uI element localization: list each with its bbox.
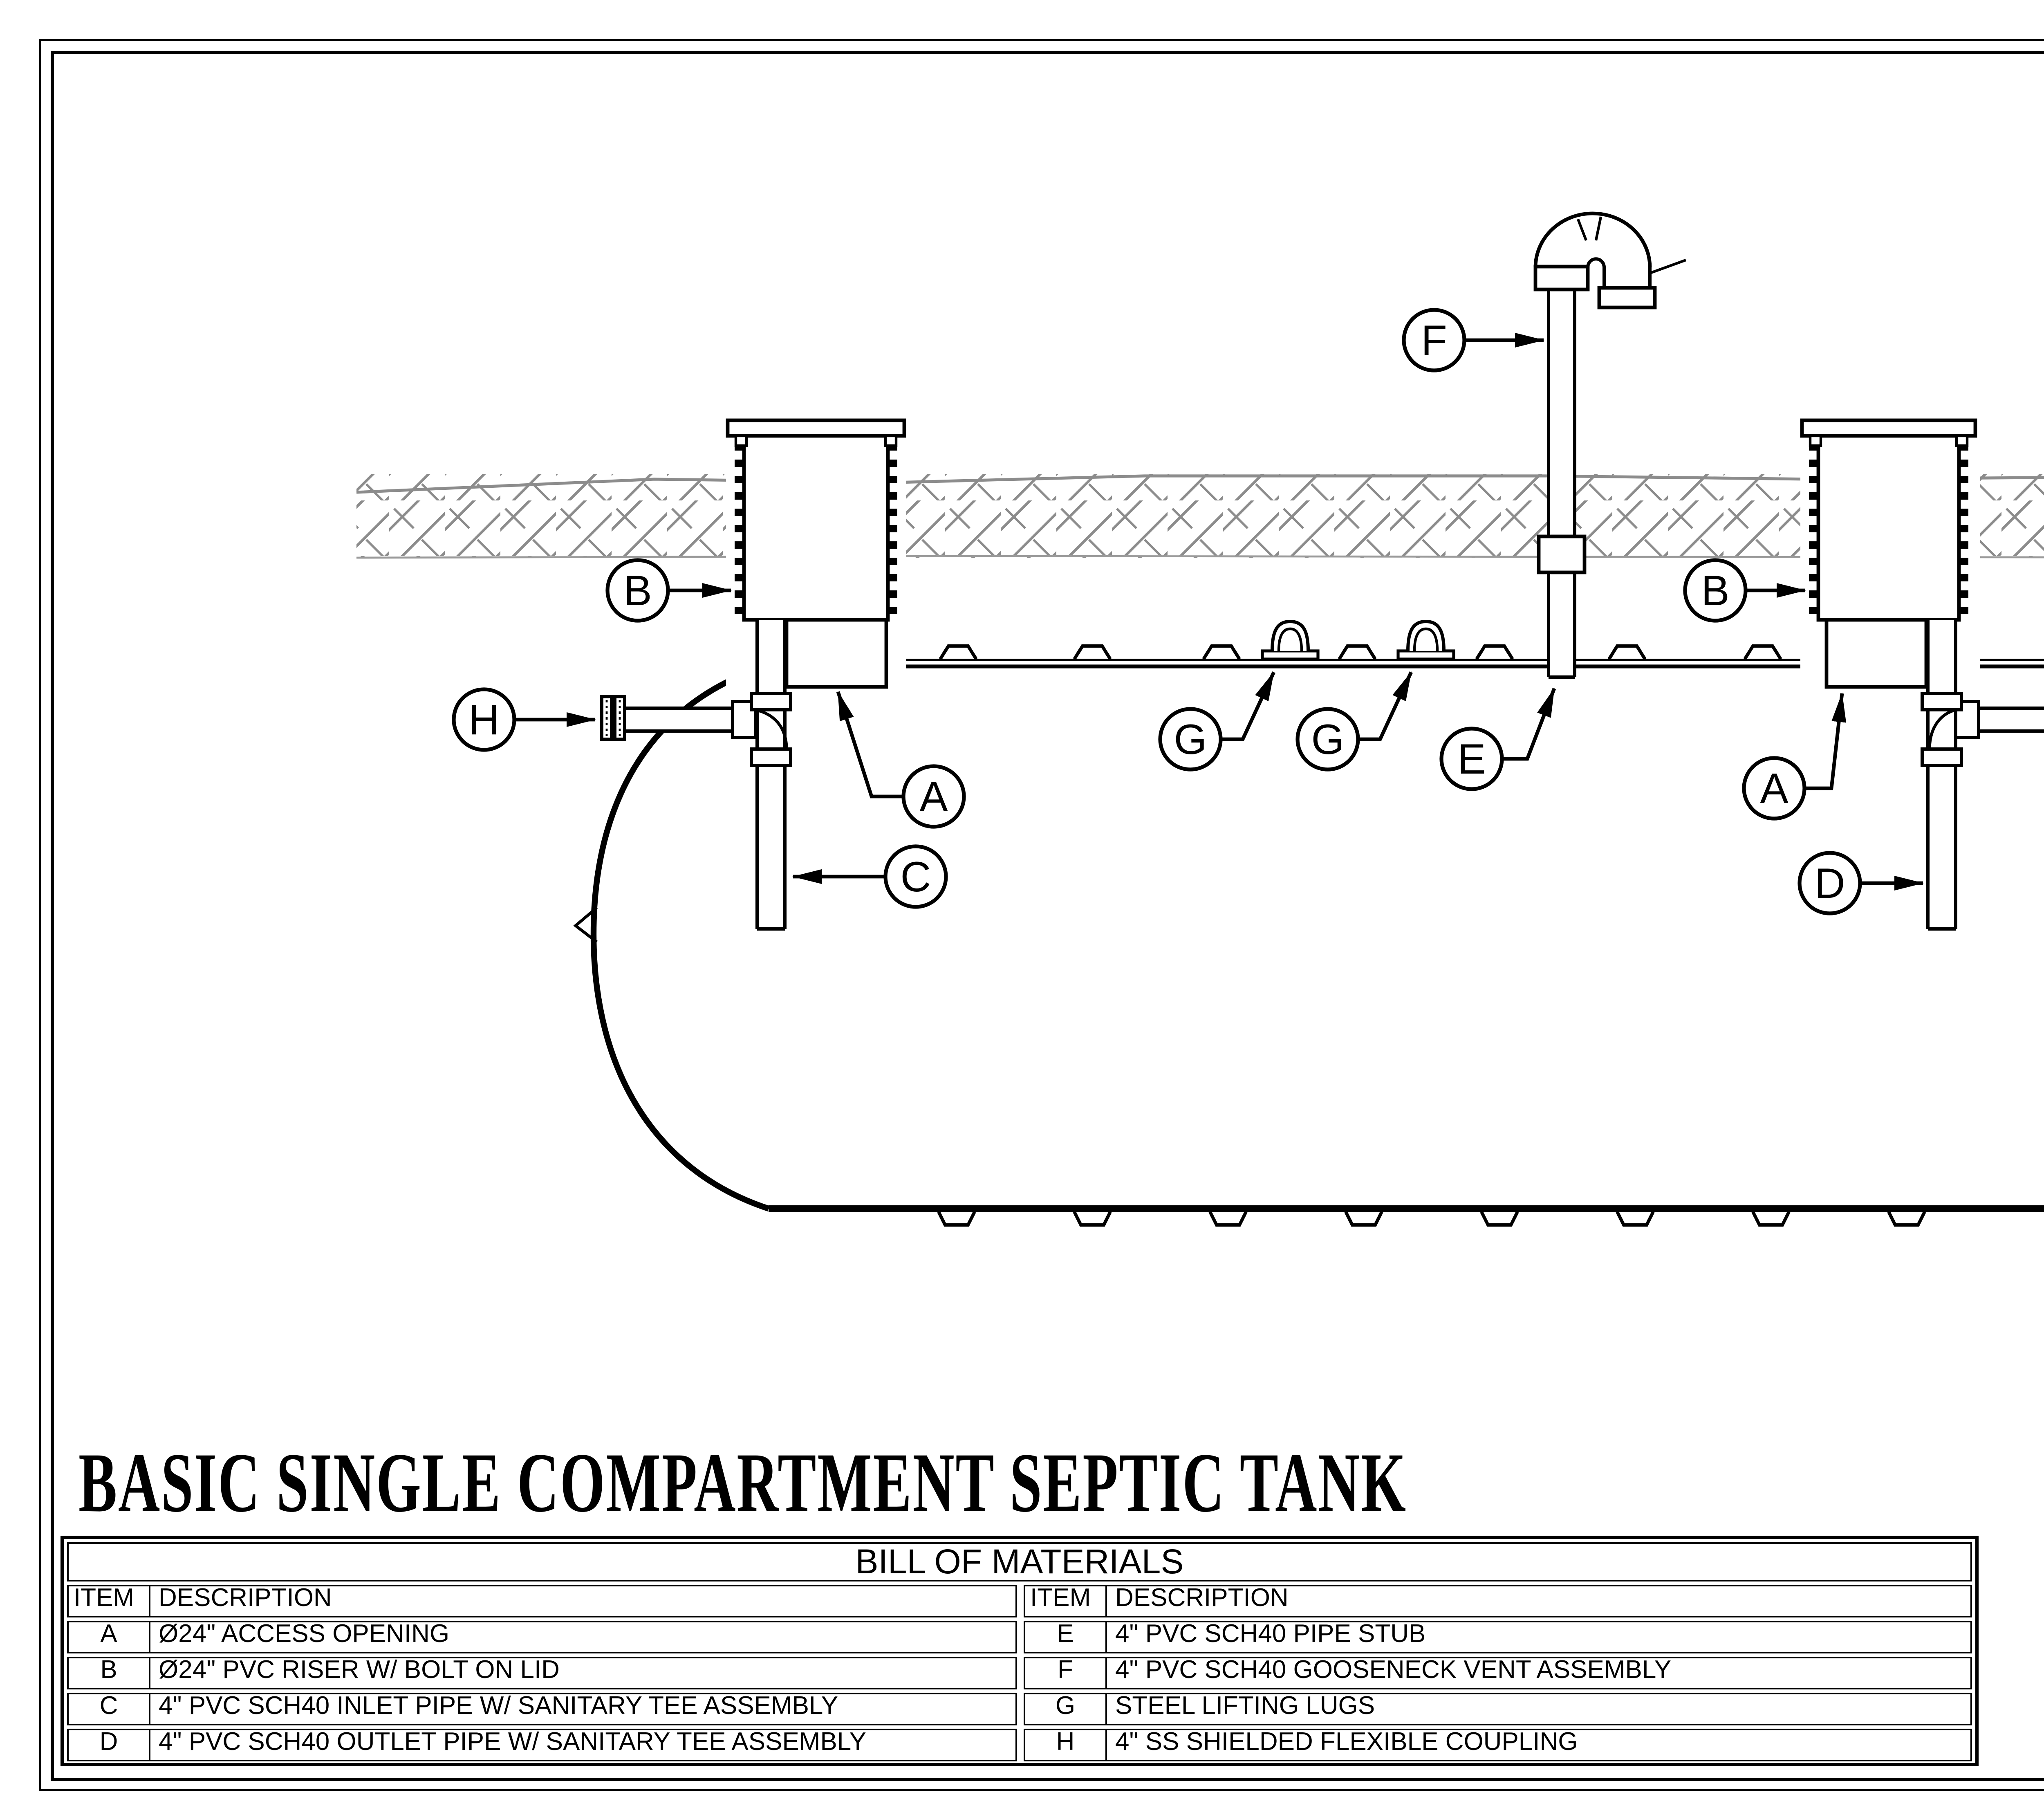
bom-description: Ø24" ACCESS OPENING xyxy=(159,1622,450,1649)
bom-item: E xyxy=(1025,1621,1107,1652)
left-riser-body xyxy=(742,433,890,622)
svg-text:D: D xyxy=(1814,860,1845,907)
bom-row-B: B Ø24" PVC RISER W/ BOLT ON LID xyxy=(67,1657,1017,1689)
vent-assembly xyxy=(1533,211,1687,679)
bill-of-materials: BILL OF MATERIALS ITEM DESCRIPTION A Ø24… xyxy=(61,1536,1979,1766)
bom-row-C: C 4" PVC SCH40 INLET PIPE W/ SANITARY TE… xyxy=(67,1693,1017,1725)
vent-coupling xyxy=(1537,534,1587,574)
svg-text:C: C xyxy=(900,853,931,901)
callout-F: F xyxy=(1402,308,1544,372)
callouts: B H A C G xyxy=(452,308,1924,915)
bom-description: 4" SS SHIELDED FLEXIBLE COUPLING xyxy=(1115,1730,1578,1756)
inlet-tee-hub-top xyxy=(750,692,792,711)
sheet-inner-border xyxy=(51,51,2044,1781)
bom-description: 4" PVC SCH40 PIPE STUB xyxy=(1115,1622,1426,1649)
callout-B-left: B xyxy=(605,558,732,623)
callout-C: C xyxy=(792,844,948,909)
svg-text:B: B xyxy=(623,567,652,615)
svg-text:G: G xyxy=(1174,716,1207,763)
right-riser-body xyxy=(1816,433,1961,622)
bom-row-H: H 4" SS SHIELDED FLEXIBLE COUPLING xyxy=(1024,1729,1972,1761)
callout-B-right: B xyxy=(1683,558,1806,623)
lifting-lug-left xyxy=(1261,619,1320,661)
bom-description: 4" PVC SCH40 INLET PIPE W/ SANITARY TEE … xyxy=(159,1694,838,1720)
bom-item: G xyxy=(1025,1693,1107,1724)
inlet-flexible-coupling xyxy=(600,695,626,741)
bom-row-A: A Ø24" ACCESS OPENING xyxy=(67,1621,1017,1653)
bom-row-G: G STEEL LIFTING LUGS xyxy=(1024,1693,1972,1725)
bom-item: F xyxy=(1025,1657,1107,1688)
bom-item: H xyxy=(1025,1729,1107,1760)
bom-description: Ø24" PVC RISER W/ BOLT ON LID xyxy=(159,1658,560,1685)
inlet-tee-sweep xyxy=(755,708,788,748)
lifting-lug-right xyxy=(1396,619,1455,661)
callout-G-left: G xyxy=(1158,671,1275,772)
bom-col-item: ITEM xyxy=(69,1585,150,1616)
bom-col-item: ITEM xyxy=(1025,1585,1107,1616)
outlet-pipe-assembly xyxy=(1921,620,2044,931)
outlet-tee-hub-bottom xyxy=(1921,747,1963,767)
bom-description: 4" PVC SCH40 GOOSENECK VENT ASSEMBLY xyxy=(1115,1658,1672,1685)
right-riser-lid xyxy=(1800,418,1977,438)
left-access-opening-collar xyxy=(784,618,888,689)
bom-col-description: DESCRIPTION xyxy=(1115,1586,1289,1613)
tank-left-end-nub xyxy=(573,906,598,943)
callout-G-right: G xyxy=(1295,671,1413,772)
callout-A-left: A xyxy=(836,691,966,829)
callout-D: D xyxy=(1797,851,1924,915)
callout-H-left: H xyxy=(452,687,596,752)
gooseneck-vent xyxy=(1533,211,1687,310)
drawing-title: BASIC SINGLE COMPARTMENT SEPTIC TANK xyxy=(78,1438,1407,1531)
svg-text:G: G xyxy=(1311,716,1345,763)
svg-text:A: A xyxy=(919,773,948,821)
right-riser-assembly xyxy=(1800,418,1980,689)
bom-row-F: F 4" PVC SCH40 GOOSENECK VENT ASSEMBLY xyxy=(1024,1657,1972,1689)
outlet-tee-hub-top xyxy=(1921,692,1963,711)
bom-header-row: ITEM DESCRIPTION xyxy=(1024,1585,1972,1617)
bom-item: C xyxy=(69,1693,150,1724)
tank-top-ribs xyxy=(939,644,1782,660)
bom-description: 4" PVC SCH40 OUTLET PIPE W/ SANITARY TEE… xyxy=(159,1730,867,1756)
callout-E: E xyxy=(1439,688,1556,791)
left-riser-lid xyxy=(726,418,906,438)
bom-row-D: D 4" PVC SCH40 OUTLET PIPE W/ SANITARY T… xyxy=(67,1729,1017,1761)
bom-title: BILL OF MATERIALS xyxy=(67,1542,1972,1581)
left-riser-assembly xyxy=(726,418,906,689)
bom-row-E: E 4" PVC SCH40 PIPE STUB xyxy=(1024,1621,1972,1653)
bom-table-right: ITEM DESCRIPTION E 4" PVC SCH40 PIPE STU… xyxy=(1024,1585,1972,1761)
tank-bottom-ribs xyxy=(937,1211,1926,1227)
svg-text:H: H xyxy=(468,696,499,744)
ground-hatch xyxy=(356,474,2044,559)
inlet-tee-hub-bottom xyxy=(750,747,792,767)
inlet-pipe-assembly xyxy=(600,620,792,931)
bom-description: STEEL LIFTING LUGS xyxy=(1115,1694,1375,1720)
outlet-tee-sweep xyxy=(1928,708,1957,748)
right-access-opening-collar xyxy=(1824,618,1928,689)
bom-item: D xyxy=(69,1729,150,1760)
bom-table-left: ITEM DESCRIPTION A Ø24" ACCESS OPENING B… xyxy=(67,1585,1017,1761)
tank-left-dome xyxy=(590,663,770,1211)
svg-text:A: A xyxy=(1760,765,1788,812)
bom-header-row: ITEM DESCRIPTION xyxy=(67,1585,1017,1617)
svg-text:B: B xyxy=(1701,567,1729,615)
sheet-outer-border xyxy=(39,39,2044,1791)
bom-item: B xyxy=(69,1657,150,1688)
bom-item: A xyxy=(69,1621,150,1652)
svg-text:E: E xyxy=(1457,736,1486,783)
svg-text:F: F xyxy=(1421,317,1447,364)
callout-A-right: A xyxy=(1742,693,1847,821)
bom-col-description: DESCRIPTION xyxy=(159,1586,332,1613)
